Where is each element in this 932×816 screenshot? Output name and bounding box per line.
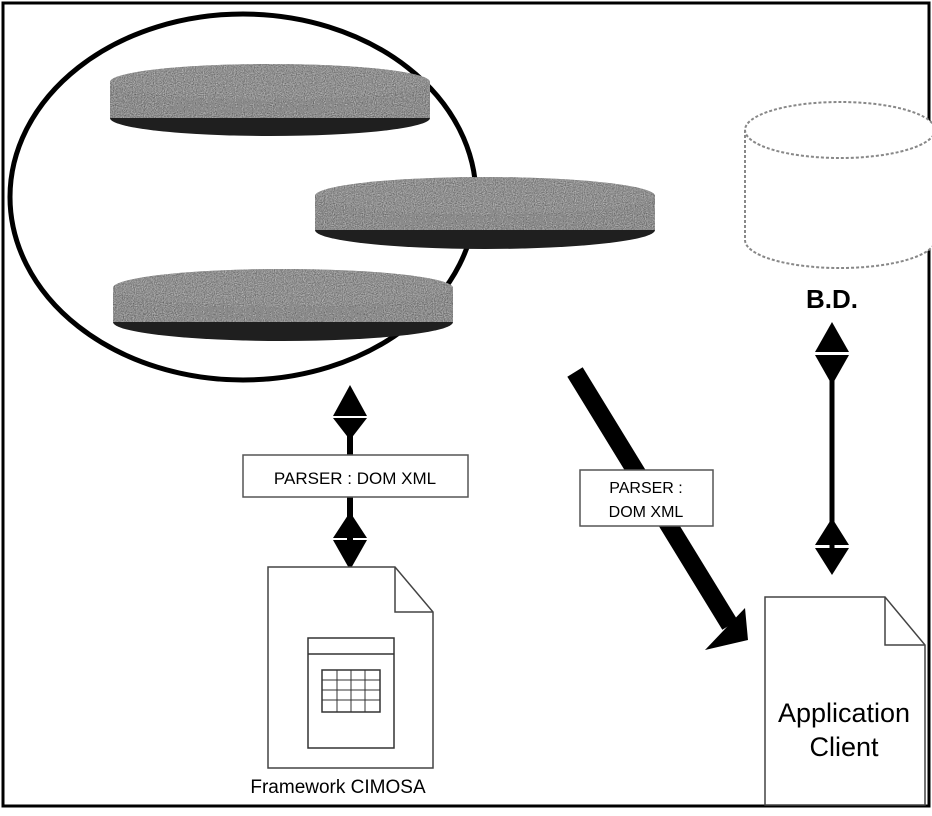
parser-right-box: PARSER : DOM XML [579,469,714,527]
client-label-1: Application [778,698,910,728]
parser-left-box: PARSER : DOM XML [242,454,469,498]
parser-right-label-1: PARSER : [609,480,683,497]
spreadsheet-icon [307,637,395,749]
database-label: B.D. [806,284,858,314]
system-disk-1-label: Application Système 1 [171,95,369,117]
parser-left-label: PARSER : DOM XML [274,469,436,488]
system-disk-2: Application Système 2 [315,177,655,249]
system-disk-2-label: Application Système 2 [386,208,584,230]
system-disk-3-label: Application Système 3 [184,301,382,323]
framework-document-icon [267,566,434,769]
db-client-arrow [815,322,849,575]
framework-label: Framework CIMOSA [250,777,426,798]
system-disk-3: Application Système 3 [113,269,453,341]
system-disk-1: Application Système 1 [110,64,430,136]
client-document-icon [764,596,926,806]
database-cylinder [744,101,932,269]
client-label-2: Client [809,732,879,762]
parser-right-label-2: DOM XML [609,504,684,521]
